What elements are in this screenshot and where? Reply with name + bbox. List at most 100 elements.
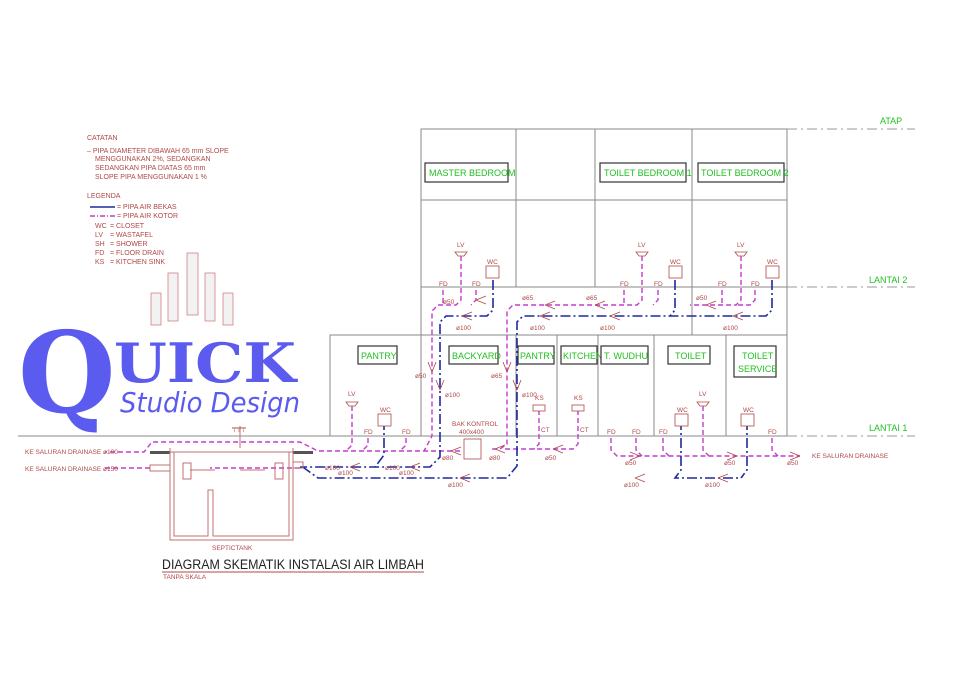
- closet-icon: [485, 265, 500, 279]
- fixture-label: KS: [535, 395, 544, 402]
- room-label: TOILET BEDROOM 1: [604, 168, 692, 178]
- fixture-label: WC: [767, 259, 778, 266]
- fixture-label: FD: [654, 281, 663, 288]
- wastafel-icon: [734, 251, 748, 257]
- fixture-label: FD: [718, 281, 727, 288]
- pipe-size-label: ø100: [530, 325, 545, 332]
- pipe-size-label: ø50: [545, 455, 557, 462]
- pipe-size-label: ø50: [696, 295, 708, 302]
- wastafel-icon: [454, 251, 468, 257]
- legend-code: FD: [95, 250, 104, 257]
- drawing-title: DIAGRAM SKEMATIK INSTALASI AIR LIMBAH: [162, 557, 424, 572]
- pipe-size-label: ø65: [586, 295, 598, 302]
- note-line: – PIPA DIAMETER DIBAWAH 65 mm SLOPE: [87, 148, 229, 155]
- vent-cap-icon: ╤╤╤: [231, 425, 246, 432]
- fixture-label: WC: [670, 259, 681, 266]
- black-water-pipes: [105, 256, 800, 469]
- fixture-label: FD: [402, 429, 411, 436]
- fixture-label: WC: [487, 259, 498, 266]
- logo-building-bars-icon: [150, 252, 234, 326]
- level-label-roof: ATAP: [880, 116, 902, 126]
- control-box-size: 400x400: [459, 429, 484, 436]
- logo-uick: UICK: [114, 331, 298, 395]
- control-box-icon: [463, 438, 482, 460]
- wastafel-icon: [635, 251, 649, 257]
- fixture-label: KS: [574, 395, 583, 402]
- room-label: TOILET: [742, 351, 774, 361]
- note-line: SEDANGKAN PIPA DIATAS 65 mm: [95, 165, 206, 172]
- fixture-label: CT: [580, 427, 589, 434]
- legend-text: = CLOSET: [110, 223, 145, 230]
- pipe-size-labels: ø50 ø100 ø65 ø100 ø65 ø100 ø50 ø100 ø50 …: [325, 295, 799, 489]
- room-label: TOILET: [675, 351, 707, 361]
- fixture-label: WC: [380, 407, 391, 414]
- quick-studio-logo: Q UICK Studio Design: [17, 252, 300, 440]
- fixture-label: FD: [659, 429, 668, 436]
- wastafel-icon: [696, 401, 710, 407]
- pipe-size-label: ø100: [624, 482, 639, 489]
- room-label: BACKYARD: [452, 351, 501, 361]
- pipe-size-label: ø100: [338, 470, 353, 477]
- pipe-size-label: ø65: [491, 373, 503, 380]
- pipe-size-label: ø100: [723, 325, 738, 332]
- pipe-size-label: ø50: [724, 460, 736, 467]
- room-label: PANTRY: [361, 351, 397, 361]
- fixture-label: FD: [620, 281, 629, 288]
- pipe-size-label: ø50: [625, 460, 637, 467]
- room-label: T. WUDHU: [604, 351, 648, 361]
- legend-code: SH: [95, 241, 105, 248]
- drawing-subtitle: TANPA SKALA: [163, 574, 207, 581]
- fixture-label: LV: [699, 391, 707, 398]
- pipe-size-label: ø100: [705, 482, 720, 489]
- fixture-label: FD: [364, 429, 373, 436]
- building-section: ATAP LANTAI 2 LANTAI 1: [18, 116, 915, 437]
- fixture-label: FD: [751, 281, 760, 288]
- fixture-label: FD: [607, 429, 616, 436]
- pipe-size-label: ø100: [456, 325, 471, 332]
- legend-text: = SHOWER: [110, 241, 148, 248]
- closet-icon: [668, 265, 683, 279]
- drainage-outlet-150-label: KE SALURAN DRAINASE ø150: [25, 466, 118, 473]
- fixture-label: LV: [737, 242, 745, 249]
- logo-tagline: Studio Design: [120, 386, 300, 419]
- legend-code: KS: [95, 259, 105, 266]
- wastafel-icon: [345, 401, 359, 407]
- pipe-size-label: ø50: [415, 373, 427, 380]
- pipe-size-label: ø100: [522, 392, 537, 399]
- closet-icon: [765, 265, 780, 279]
- closet-icon: [377, 413, 392, 427]
- septic-tank: ╤╤╤ SEPTICTANK: [149, 425, 313, 552]
- fixture-label: LV: [348, 391, 356, 398]
- room-label: KITCHEN: [563, 351, 603, 361]
- closet-icon: [740, 413, 755, 427]
- grey-water-pipes: [299, 280, 773, 479]
- pipe-size-label: ø65: [522, 295, 534, 302]
- legend: LEGENDA = PIPA AIR BEKAS = PIPA AIR KOTO…: [87, 193, 178, 266]
- note-line: SLOPE PIPA MENGGUNAKAN 1 %: [95, 174, 207, 181]
- legend-text: = WASTAFEL: [110, 232, 153, 239]
- fixture-label: LV: [638, 242, 646, 249]
- pipe-size-label: ø100: [399, 470, 414, 477]
- kitchen-sink-icon: [532, 404, 546, 412]
- pipe-size-label: ø100: [448, 482, 463, 489]
- pipe-size-label: ø100: [385, 465, 400, 472]
- drainage-outlet-right-label: KE SALURAN DRAINASE: [812, 453, 889, 460]
- notes-block: CATATAN – PIPA DIAMETER DIBAWAH 65 mm SL…: [87, 135, 229, 181]
- note-line: MENGGUNAKAN 2%, SEDANGKAN: [95, 156, 211, 163]
- legend-text: = FLOOR DRAIN: [110, 250, 164, 257]
- level-label-floor-2: LANTAI 2: [869, 275, 907, 285]
- flow-arrows: [349, 295, 801, 483]
- pipe-size-label: ø80: [442, 455, 454, 462]
- drainage-outlet-100-label: KE SALURAN DRAINASE ø100: [25, 449, 118, 456]
- pipe-size-label: ø100: [600, 325, 615, 332]
- room-label: PANTRY: [520, 351, 556, 361]
- pipe-size-label: ø100: [325, 465, 340, 472]
- notes-heading: CATATAN: [87, 135, 118, 142]
- fixture-label: FD: [472, 281, 481, 288]
- legend-text: = PIPA AIR KOTOR: [117, 213, 178, 220]
- fixture-labels: LV WC FD FD LV WC FD FD LV WC FD FD LV W…: [348, 242, 778, 436]
- pipe-size-label: ø50: [443, 299, 455, 306]
- room-label: MASTER BEDROOM: [429, 168, 516, 178]
